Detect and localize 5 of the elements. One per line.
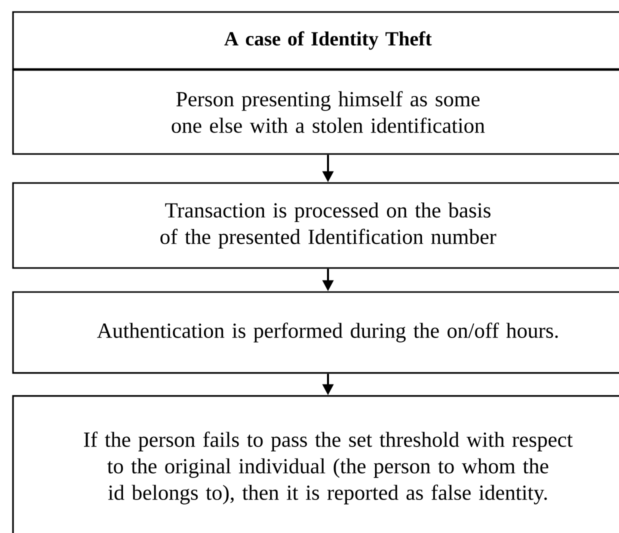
process-box: Person presenting himself as some one else with a stolen identification [12,69,619,155]
process-box: Authentication is performed during the on/off hours. [12,291,619,374]
process-box: Transaction is processed on the basis of the presented Identification number [12,182,619,269]
process-box: If the person fails to pass the set threshold with respect to the original individual (the person to whom the id belongs to), then it is reported as false identity. [12,395,619,533]
title-box: A case of Identity Theft [12,11,619,70]
